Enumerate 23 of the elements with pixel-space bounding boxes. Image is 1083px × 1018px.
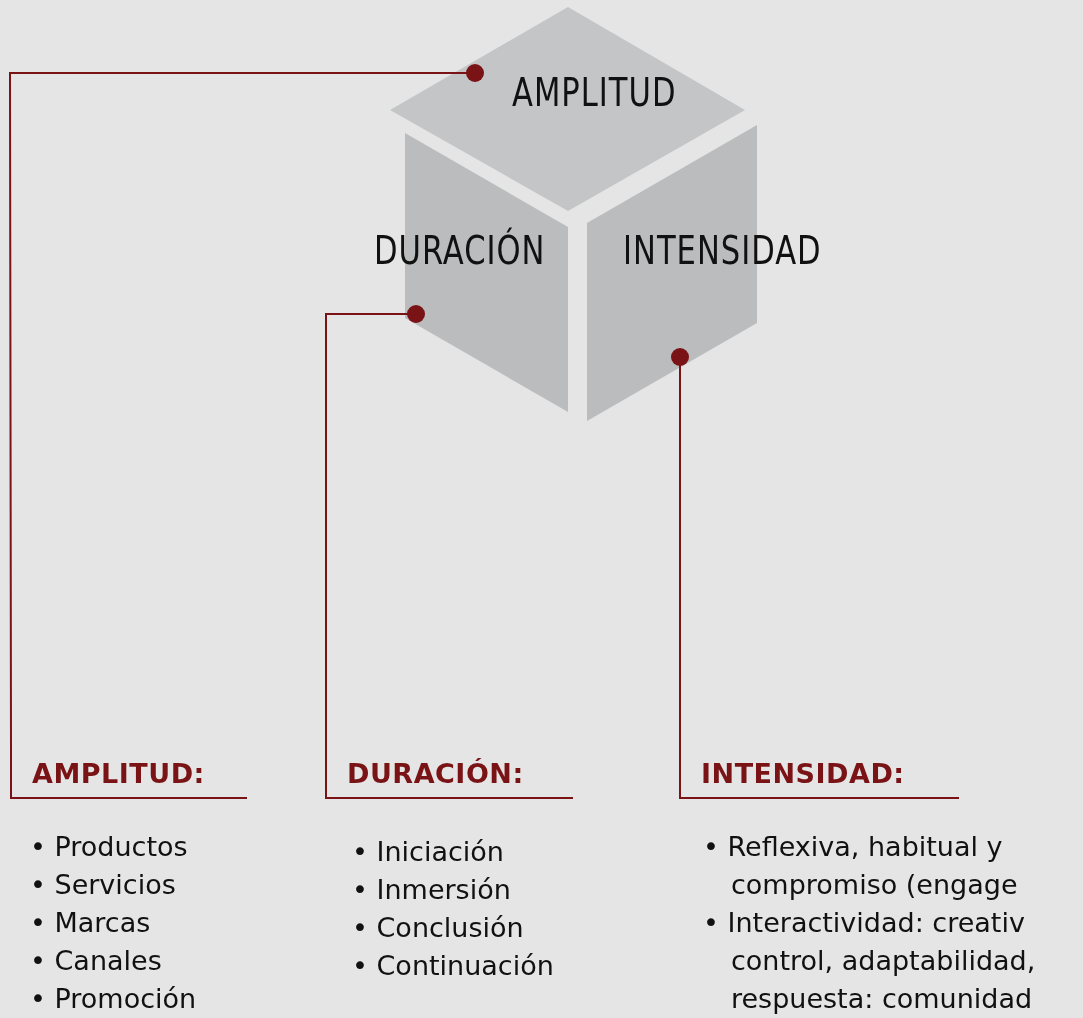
section-heading: INTENSIDAD: <box>701 758 905 789</box>
list-item: • Servicios <box>30 868 177 902</box>
list-item: • Canales <box>30 944 163 978</box>
section-heading: DURACIÓN: <box>347 758 524 789</box>
leader-line <box>9 64 484 746</box>
list-item: • Continuación <box>352 949 555 983</box>
face-label: INTENSIDAD <box>623 227 822 273</box>
list-item: • Conclusión <box>352 911 525 945</box>
list-item: • Interactividad: creativ control, adaptabilidad, respuesta: comunidad <box>703 906 1037 1016</box>
list-item: • Inmersión <box>352 873 512 907</box>
heading-bracket <box>10 745 247 799</box>
heading-bracket <box>325 745 573 799</box>
list-item: • Iniciación <box>352 835 505 869</box>
list-item: • Productos <box>30 830 189 864</box>
heading-bracket <box>679 745 959 799</box>
list-item: • Marcas <box>30 906 152 940</box>
leader-line <box>325 305 425 746</box>
list-item: • Reflexiva, habitual y compromiso (engage <box>703 830 1019 902</box>
leader-line <box>671 348 689 746</box>
list-item: • Promoción <box>30 982 198 1016</box>
section-heading: AMPLITUD: <box>32 758 205 789</box>
face-label: DURACIÓN <box>374 227 546 273</box>
face-label: AMPLITUD <box>512 69 677 115</box>
